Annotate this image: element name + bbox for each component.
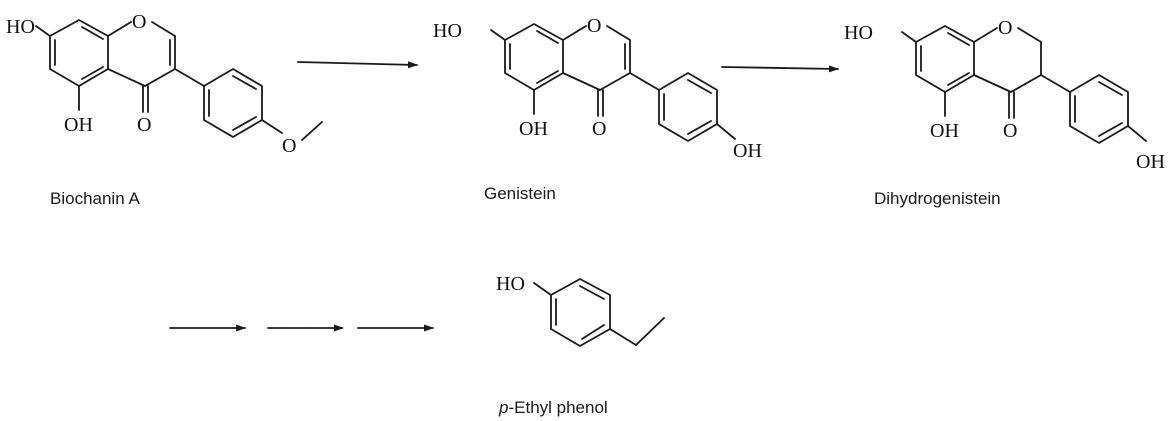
atom-label-ring-o: O <box>587 15 601 37</box>
atom-label-keto-o: O <box>592 118 606 140</box>
atom-label-keto-o: O <box>137 114 151 136</box>
atom-label-oh: OH <box>64 114 93 136</box>
italic-prefix: p <box>499 398 509 417</box>
name-suffix: -Ethyl phenol <box>508 398 608 417</box>
compound-name-genistein: Genistein <box>484 184 556 203</box>
atom-label-ho: HO <box>433 20 462 42</box>
atom-label-oh-para: OH <box>733 140 762 162</box>
structure-genistein: HO O OH O OH <box>433 15 762 162</box>
atom-label-ring-o: O <box>132 11 146 33</box>
compound-name-p-ethylphenol: p-Ethyl phenol <box>499 398 608 418</box>
atom-label-ring-o: O <box>998 17 1012 39</box>
compound-name-biochanin-a: Biochanin A <box>50 189 140 208</box>
atom-label-oh: OH <box>930 120 959 142</box>
atom-label-methoxy-o: O <box>282 135 296 157</box>
atom-label-oh-para: OH <box>1136 151 1165 173</box>
atom-label-keto-o: O <box>1003 120 1017 142</box>
atom-label-oh: OH <box>519 118 548 140</box>
atom-label-ho: HO <box>496 273 525 295</box>
structure-p-ethylphenol: HO <box>496 273 665 347</box>
reaction-arrow-2 <box>721 65 839 73</box>
atom-label-ho: HO <box>6 16 35 38</box>
structure-biochanin-a: HO O OH O O <box>6 11 323 157</box>
reaction-arrow-1 <box>297 61 418 69</box>
atom-label-ho: HO <box>844 22 873 44</box>
compound-name-dihydrogenistein: Dihydrogenistein <box>874 189 1001 208</box>
structure-dihydrogenistein: HO O OH O OH <box>844 17 1165 173</box>
